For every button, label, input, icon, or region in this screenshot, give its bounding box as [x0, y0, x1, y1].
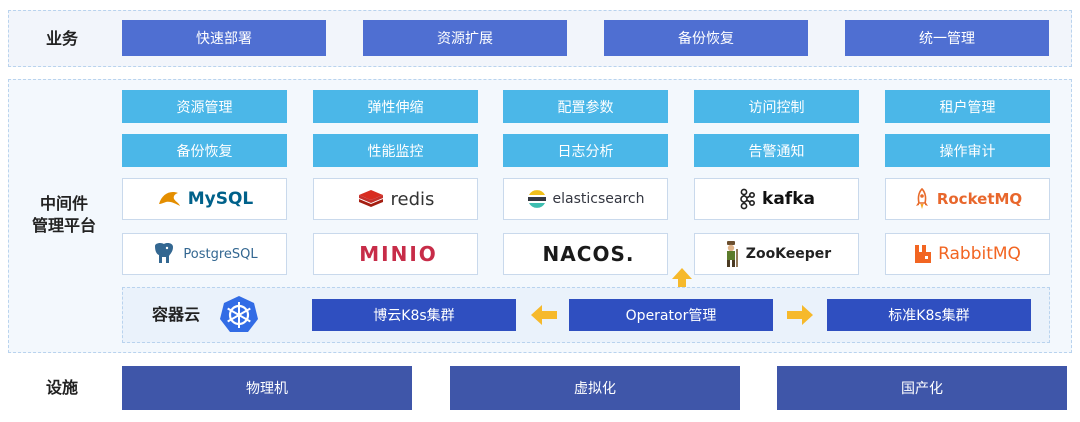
up-arrow-icon: [672, 268, 692, 294]
kubernetes-helm-icon: [218, 294, 260, 340]
feature-tenant-management: 租户管理: [885, 90, 1050, 123]
logo-postgresql: PostgreSQL: [122, 233, 287, 275]
infra-physical-machine: 物理机: [122, 366, 412, 410]
logo-postgresql-text: PostgreSQL: [183, 246, 258, 262]
logo-mysql-text: MySQL: [187, 189, 254, 209]
rocket-icon: [913, 188, 931, 210]
left-arrow-icon: [531, 305, 557, 325]
logo-redis: redis: [313, 178, 478, 220]
infra-virtualization: 虚拟化: [450, 366, 740, 410]
feature-elastic-scaling: 弹性伸缩: [313, 90, 478, 123]
feature-log-analysis: 日志分析: [503, 134, 668, 167]
elasticsearch-icon: [527, 189, 547, 209]
container-label: 容器云: [151, 305, 200, 324]
logo-rocketmq: RocketMQ: [885, 178, 1050, 220]
mysql-dolphin-icon: [156, 188, 182, 210]
operator-management: Operator管理: [569, 299, 773, 331]
logo-rabbitmq-text: RabbitMQ: [938, 244, 1021, 264]
infra-label: 设施: [45, 378, 78, 397]
platform-label-line1: 中间件: [39, 194, 88, 213]
feature-alert-notification: 告警通知: [694, 134, 859, 167]
business-label: 业务: [45, 29, 78, 48]
zookeeper-keeper-icon: [722, 240, 740, 268]
logo-elasticsearch: elasticsearch: [503, 178, 668, 220]
kafka-nodes-icon: [738, 188, 756, 210]
feature-config-params: 配置参数: [503, 90, 668, 123]
logo-minio: MINIO: [313, 233, 478, 275]
logo-elasticsearch-text: elasticsearch: [552, 191, 645, 207]
feature-resource-management: 资源管理: [122, 90, 287, 123]
logo-minio-text: MINIO: [359, 242, 438, 266]
rabbit-icon: [914, 244, 932, 264]
right-arrow-icon: [787, 305, 813, 325]
business-item-quick-deploy: 快速部署: [122, 20, 326, 56]
logo-redis-text: redis: [390, 188, 435, 210]
cluster-standard-k8s: 标准K8s集群: [827, 299, 1031, 331]
infra-domestic: 国产化: [777, 366, 1067, 410]
feature-performance-monitoring: 性能监控: [313, 134, 478, 167]
platform-label-line2: 管理平台: [31, 216, 96, 235]
logo-kafka: kafka: [694, 178, 859, 220]
business-item-unified-management: 统一管理: [845, 20, 1049, 56]
feature-access-control: 访问控制: [694, 90, 859, 123]
cluster-boyun-k8s: 博云K8s集群: [312, 299, 516, 331]
business-item-resource-scaling: 资源扩展: [363, 20, 567, 56]
logo-zookeeper-text: ZooKeeper: [745, 246, 832, 262]
elephant-icon: [151, 242, 177, 266]
logo-nacos: NACOS.: [503, 233, 668, 275]
logo-nacos-text: NACOS.: [542, 242, 635, 266]
platform-label: 中间件 管理平台: [22, 193, 106, 237]
logo-kafka-text: kafka: [762, 189, 815, 209]
redis-stack-icon: [357, 188, 385, 210]
logo-rocketmq-text: RocketMQ: [936, 190, 1023, 208]
logo-rabbitmq: RabbitMQ: [885, 233, 1050, 275]
feature-operation-audit: 操作审计: [885, 134, 1050, 167]
logo-mysql: MySQL: [122, 178, 287, 220]
feature-backup-restore: 备份恢复: [122, 134, 287, 167]
logo-zookeeper: ZooKeeper: [694, 233, 859, 275]
business-item-backup-restore: 备份恢复: [604, 20, 808, 56]
